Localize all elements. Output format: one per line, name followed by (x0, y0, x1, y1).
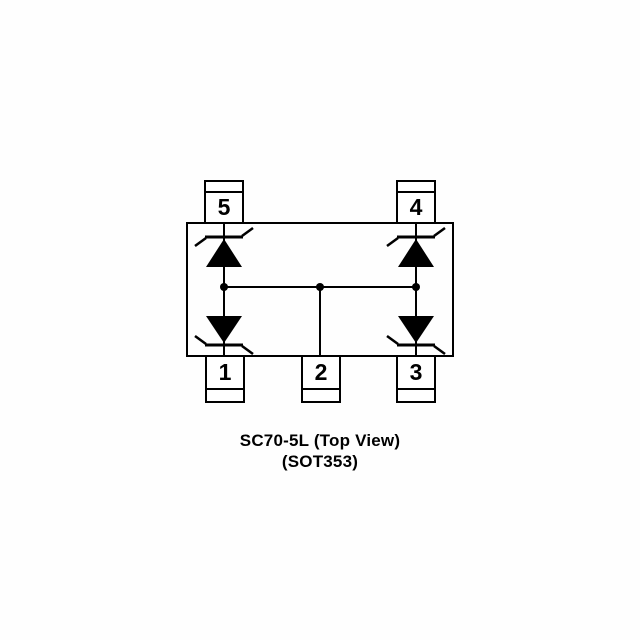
zener-diode-left-top (194, 226, 254, 267)
cathode-wing-right (433, 226, 446, 238)
cathode-wing-right (433, 344, 446, 356)
pin-5-label: 5 (217, 194, 231, 220)
figure-caption: SC70-5L (Top View) (SOT353) (0, 430, 640, 472)
pin-1-pad-end-line (207, 388, 243, 390)
anode-triangle (398, 316, 434, 343)
cathode-wing-left (386, 236, 399, 248)
anode-triangle (206, 316, 242, 343)
anode-triangle (206, 239, 242, 267)
zener-diode-right-bottom (386, 316, 446, 356)
zener-diode-left-bottom (194, 316, 254, 356)
pin-5-pad-end-line (206, 191, 242, 193)
pin-3-pad-end-line (398, 388, 434, 390)
pin-1-label: 1 (218, 359, 232, 385)
anode-triangle (398, 239, 434, 267)
pin-4-pad: 4 (396, 180, 436, 224)
zener-diode-right-top (386, 226, 446, 267)
caption-package-line: SC70-5L (Top View) (239, 431, 401, 450)
pin-2-pad-end-line (303, 388, 339, 390)
pin-4-pad-end-line (398, 191, 434, 193)
cathode-wing-left (194, 236, 207, 248)
pin-2-pad: 2 (301, 355, 341, 403)
junction-dot-center (316, 283, 324, 291)
pin-3-label: 3 (409, 359, 423, 385)
cathode-wing-right (241, 344, 254, 356)
cathode-wing-left (386, 334, 399, 346)
pin-4-label: 4 (409, 194, 423, 220)
junction-dot-left (220, 283, 228, 291)
pin-3-pad: 3 (396, 355, 436, 403)
pin-1-pad: 1 (205, 355, 245, 403)
cathode-wing-right (241, 226, 254, 238)
caption-sot-line: (SOT353) (281, 452, 359, 471)
pin-2-label: 2 (314, 359, 328, 385)
cathode-wing-left (194, 334, 207, 346)
junction-dot-right (412, 283, 420, 291)
